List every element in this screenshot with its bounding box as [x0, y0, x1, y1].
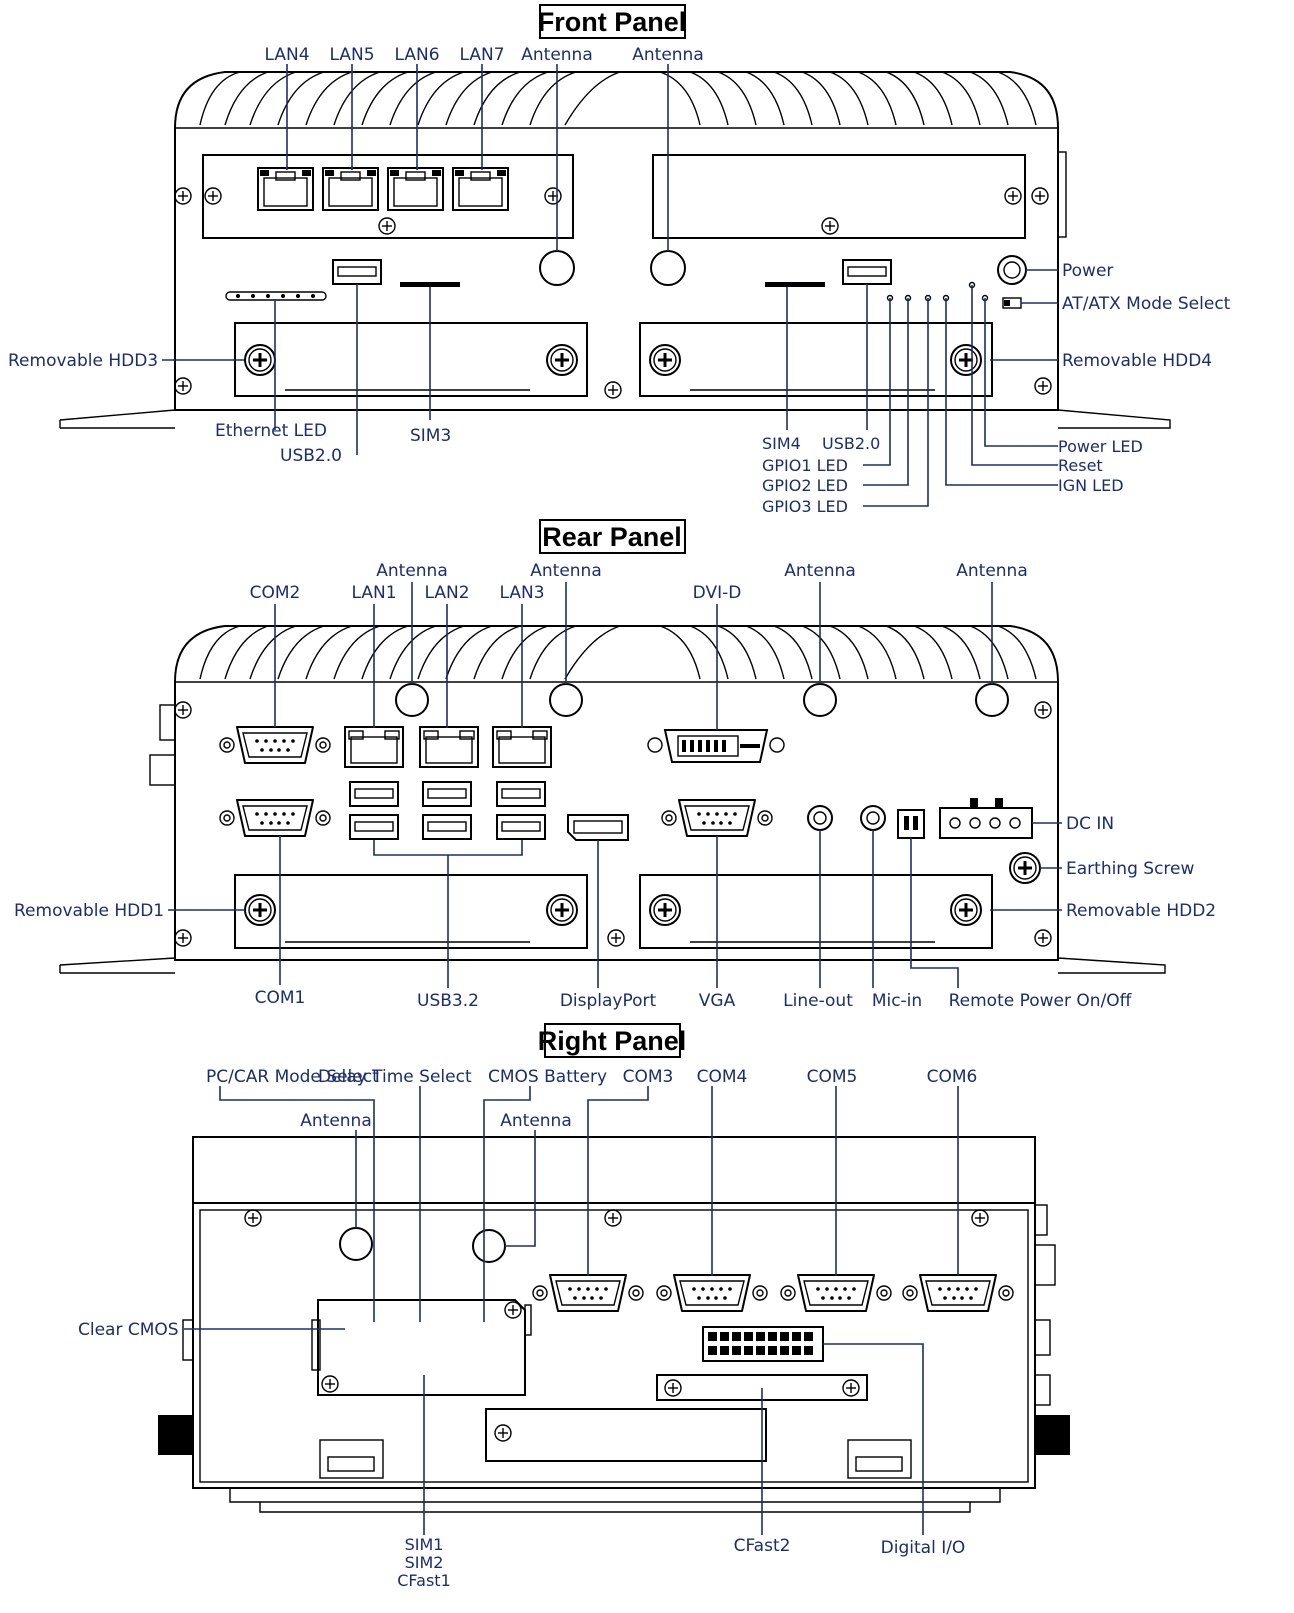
label-usb2-right: USB2.0	[822, 434, 880, 453]
label-ethernet-led: Ethernet LED	[215, 421, 327, 441]
label-sim3: SIM3	[410, 426, 451, 446]
front-panel: Front Panel	[8, 4, 1231, 516]
label-antenna: Antenna	[956, 561, 1028, 581]
label-cfast1: CFast1	[397, 1571, 451, 1590]
right-panel-title-box	[544, 1023, 681, 1058]
label-removable-hdd4: Removable HDD4	[1062, 351, 1212, 371]
rear-panel-title: Rear Panel	[542, 522, 682, 552]
heatsink-fins	[199, 71, 1037, 126]
label-at-atx-mode-select: AT/ATX Mode Select	[1062, 294, 1231, 314]
label-gpio3-led: GPIO3 LED	[762, 497, 848, 516]
label-cmos-battery: CMOS Battery	[488, 1067, 607, 1087]
label-cfast2: CFast2	[734, 1536, 791, 1556]
label-pc-car-mode-select: PC/CAR Mode Select	[206, 1067, 379, 1087]
label-com1: COM1	[255, 988, 306, 1008]
label-com2: COM2	[250, 583, 301, 603]
front-panel-title-box	[539, 4, 686, 39]
label-remote-power-on-off: Remote Power On/Off	[949, 991, 1133, 1011]
label-removable-hdd1: Removable HDD1	[14, 901, 164, 921]
front-panel-title: Front Panel	[538, 7, 687, 37]
label-digital-io: Digital I/O	[881, 1538, 966, 1558]
label-lan4: LAN4	[264, 45, 309, 65]
label-line-out: Line-out	[783, 991, 853, 1011]
label-com3: COM3	[623, 1067, 674, 1087]
label-antenna: Antenna	[632, 45, 704, 65]
label-lan3: LAN3	[499, 583, 544, 603]
label-lan7: LAN7	[459, 45, 504, 65]
label-reset: Reset	[1058, 456, 1103, 475]
rear-panel: Rear Panel	[14, 519, 1216, 1011]
label-mic-in: Mic-in	[872, 991, 922, 1011]
label-clear-cmos: Clear CMOS	[78, 1320, 179, 1340]
label-sim1: SIM1	[405, 1535, 444, 1554]
label-gpio2-led: GPIO2 LED	[762, 476, 848, 495]
label-lan5: LAN5	[329, 45, 374, 65]
label-antenna: Antenna	[500, 1111, 572, 1131]
label-antenna: Antenna	[530, 561, 602, 581]
label-vga: VGA	[699, 991, 736, 1011]
label-power: Power	[1062, 261, 1113, 281]
label-lan6: LAN6	[394, 45, 439, 65]
label-com4: COM4	[697, 1067, 748, 1087]
label-dvi-d: DVI-D	[693, 583, 742, 603]
label-antenna: Antenna	[376, 561, 448, 581]
label-antenna: Antenna	[784, 561, 856, 581]
label-lan2: LAN2	[424, 583, 469, 603]
label-ign-led: IGN LED	[1058, 476, 1124, 495]
label-com6: COM6	[927, 1067, 978, 1087]
label-lan1: LAN1	[351, 583, 396, 603]
label-dc-in: DC IN	[1066, 814, 1114, 834]
heatsink-fins	[199, 625, 1037, 680]
label-removable-hdd3: Removable HDD3	[8, 351, 158, 371]
label-sim4: SIM4	[762, 434, 801, 453]
label-earthing-screw: Earthing Screw	[1066, 859, 1194, 879]
label-usb3-2: USB3.2	[417, 991, 479, 1011]
label-removable-hdd2: Removable HDD2	[1066, 901, 1216, 921]
label-antenna: Antenna	[521, 45, 593, 65]
label-gpio1-led: GPIO1 LED	[762, 456, 848, 475]
label-sim2: SIM2	[405, 1553, 444, 1572]
label-displayport: DisplayPort	[560, 991, 657, 1011]
label-usb2-left: USB2.0	[280, 446, 342, 466]
rear-panel-title-box	[539, 519, 686, 554]
label-com5: COM5	[807, 1067, 858, 1087]
right-panel: Right Panel	[78, 1023, 1070, 1590]
label-antenna: Antenna	[300, 1111, 372, 1131]
label-delay-time-select: Delay Time Select	[318, 1067, 472, 1087]
label-power-led: Power LED	[1058, 437, 1143, 456]
right-panel-title: Right Panel	[538, 1026, 687, 1056]
